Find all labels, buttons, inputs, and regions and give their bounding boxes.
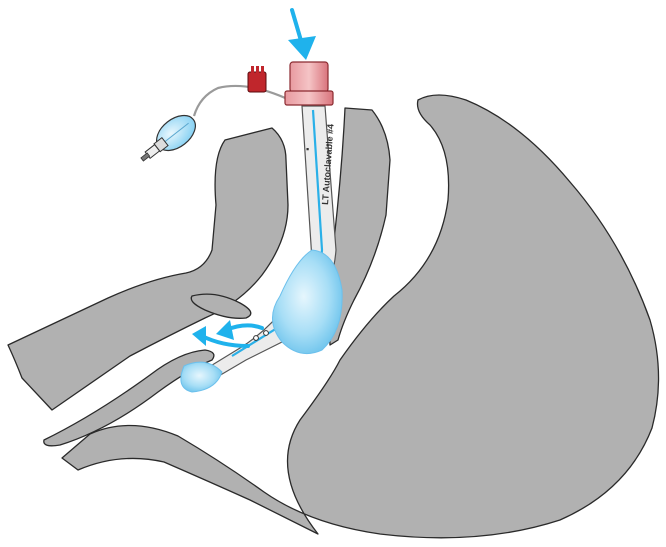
distal-cuff (181, 362, 222, 392)
pilot-line (194, 86, 296, 116)
pilot-balloon-icon (133, 108, 201, 170)
tube-connector (285, 62, 333, 105)
proximal-cuff (272, 250, 342, 354)
vent-hole-2 (264, 331, 269, 336)
tube-mark-1: ▪ (306, 144, 309, 154)
vent-hole-1 (254, 336, 259, 341)
tube-mark-2: ▪ (326, 140, 329, 150)
nasal-passage-tissue (8, 128, 288, 410)
airflow-arrow-icon (288, 10, 316, 60)
valve-icon (248, 66, 266, 92)
outflow-arrow-lower (192, 326, 248, 346)
